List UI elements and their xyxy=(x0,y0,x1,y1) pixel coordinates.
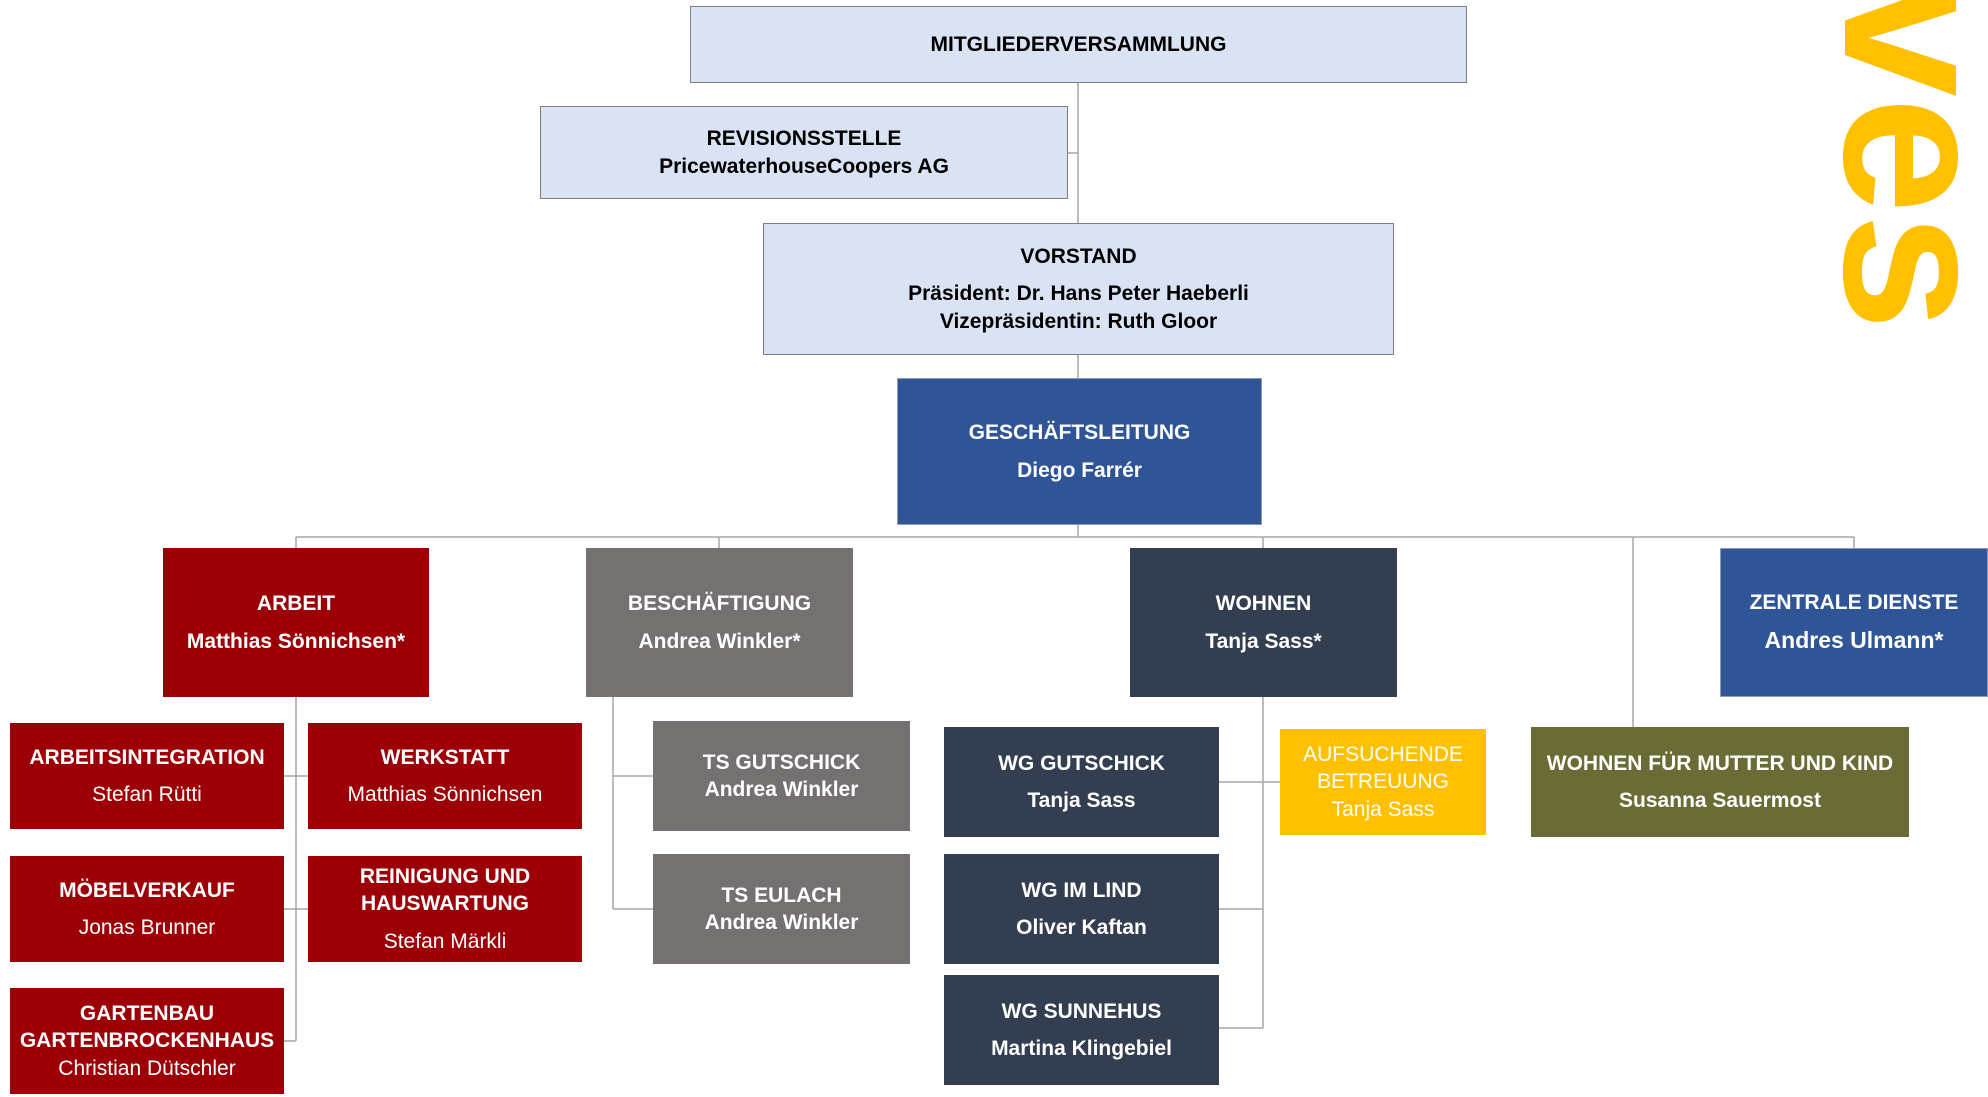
moebelverkauf-title: MÖBELVERKAUF xyxy=(59,878,235,902)
geschaeftsleitung-name: Diego Farrér xyxy=(1017,458,1142,482)
vorstand-vicepresident: Vizepräsidentin: Ruth Gloor xyxy=(939,309,1218,333)
zentrale-dienste-title: ZENTRALE DIENSTE xyxy=(1749,590,1959,614)
wohnen-name: Tanja Sass* xyxy=(1205,629,1322,653)
ts-eulach-name: Andrea Winkler xyxy=(704,911,859,934)
ts-gutschick-name: Andrea Winkler xyxy=(704,778,859,801)
ts-gutschick-title: TS GUTSCHICK xyxy=(702,750,861,774)
geschaeftsleitung-title: GESCHÄFTSLEITUNG xyxy=(968,421,1191,445)
gartenbau-box: GARTENBAU GARTENBROCKENHAUS Christian Dü… xyxy=(10,988,284,1094)
wg-sunnehus-title: WG SUNNEHUS xyxy=(1001,999,1162,1023)
aufsuchende-betreuung-box: AUFSUCHENDE BETREUUNG Tanja Sass xyxy=(1280,729,1486,835)
aufsuchende-title-line2: BETREUUNG xyxy=(1317,770,1449,794)
arbeitsintegration-box: ARBEITSINTEGRATION Stefan Rütti xyxy=(10,723,284,829)
reinigung-title-line2: HAUSWARTUNG xyxy=(361,892,529,916)
revisionsstelle-name: PricewaterhouseCoopers AG xyxy=(659,154,949,178)
arbeit-name: Matthias Sönnichsen* xyxy=(186,629,406,653)
zentrale-dienste-box: ZENTRALE DIENSTE Andres Ulmann* xyxy=(1720,548,1988,697)
wohnen-mutter-kind-box: WOHNEN FÜR MUTTER UND KIND Susanna Sauer… xyxy=(1531,727,1909,837)
mitgliederversammlung-title: MITGLIEDERVERSAMMLUNG xyxy=(930,32,1227,56)
vorstand-box: VORSTAND Präsident: Dr. Hans Peter Haebe… xyxy=(763,223,1394,355)
zentrale-dienste-name: Andres Ulmann* xyxy=(1764,627,1944,654)
revisionsstelle-title: REVISIONSSTELLE xyxy=(706,127,902,151)
ts-eulach-box: TS EULACH Andrea Winkler xyxy=(653,854,910,964)
arbeitsintegration-name: Stefan Rütti xyxy=(92,783,202,806)
wg-im-lind-name: Oliver Kaftan xyxy=(1016,916,1147,939)
gartenbau-title-line2: GARTENBROCKENHAUS xyxy=(19,1029,275,1053)
mitgliederversammlung-box: MITGLIEDERVERSAMMLUNG xyxy=(690,6,1467,83)
beschaeftigung-box: BESCHÄFTIGUNG Andrea Winkler* xyxy=(586,548,853,697)
arbeitsintegration-title: ARBEITSINTEGRATION xyxy=(29,745,265,769)
wohnen-box: WOHNEN Tanja Sass* xyxy=(1130,548,1397,697)
wohnen-title: WOHNEN xyxy=(1215,592,1312,616)
reinigung-name: Stefan Märkli xyxy=(383,929,507,953)
ts-eulach-title: TS EULACH xyxy=(721,883,842,907)
reinigung-title-line1: REINIGUNG UND xyxy=(359,865,531,889)
reinigung-box: REINIGUNG UND HAUSWARTUNG Stefan Märkli xyxy=(308,856,582,962)
ts-gutschick-box: TS GUTSCHICK Andrea Winkler xyxy=(653,721,910,831)
wg-gutschick-title: WG GUTSCHICK xyxy=(998,751,1165,775)
vorstand-president: Präsident: Dr. Hans Peter Haeberli xyxy=(908,282,1249,306)
gartenbau-title-line1: GARTENBAU xyxy=(79,1002,215,1026)
vorstand-title: VORSTAND xyxy=(1020,245,1137,269)
gartenbau-name: Christian Dütschler xyxy=(58,1056,236,1080)
geschaeftsleitung-box: GESCHÄFTSLEITUNG Diego Farrér xyxy=(897,378,1262,525)
werkstatt-title: WERKSTATT xyxy=(380,745,510,769)
wg-gutschick-name: Tanja Sass xyxy=(1027,789,1136,812)
mutter-kind-name: Susanna Sauermost xyxy=(1619,789,1821,812)
mutter-kind-title: WOHNEN FÜR MUTTER UND KIND xyxy=(1546,751,1894,775)
arbeit-box: ARBEIT Matthias Sönnichsen* xyxy=(163,548,429,697)
wg-gutschick-box: WG GUTSCHICK Tanja Sass xyxy=(944,727,1219,837)
aufsuchende-title-line1: AUFSUCHENDE xyxy=(1303,743,1463,767)
wg-sunnehus-name: Martina Klingebiel xyxy=(991,1037,1172,1060)
arbeit-title: ARBEIT xyxy=(256,592,336,616)
aufsuchende-name: Tanja Sass xyxy=(1331,797,1435,821)
beschaeftigung-title: BESCHÄFTIGUNG xyxy=(627,592,812,616)
revisionsstelle-box: REVISIONSSTELLE PricewaterhouseCoopers A… xyxy=(540,106,1068,199)
werkstatt-name: Matthias Sönnichsen xyxy=(347,783,543,806)
beschaeftigung-name: Andrea Winkler* xyxy=(638,629,801,653)
moebelverkauf-box: MÖBELVERKAUF Jonas Brunner xyxy=(10,856,284,962)
werkstatt-box: WERKSTATT Matthias Sönnichsen xyxy=(308,723,582,829)
wg-im-lind-box: WG IM LIND Oliver Kaftan xyxy=(944,854,1219,964)
logo-partial: ves xyxy=(1800,0,1988,331)
wg-im-lind-title: WG IM LIND xyxy=(1021,878,1142,902)
wg-sunnehus-box: WG SUNNEHUS Martina Klingebiel xyxy=(944,975,1219,1085)
moebelverkauf-name: Jonas Brunner xyxy=(78,916,216,939)
